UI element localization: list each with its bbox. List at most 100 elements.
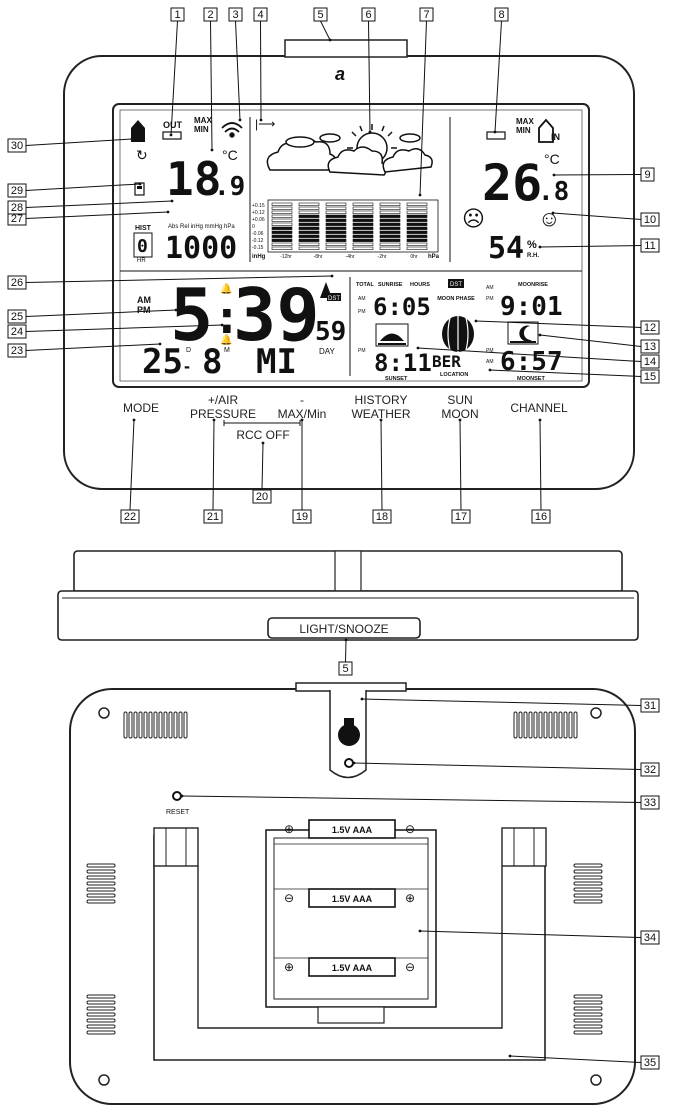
callout-label: 13	[644, 341, 656, 353]
reset-button[interactable]	[172, 791, 182, 801]
channel-button[interactable]: CHANNEL	[510, 401, 568, 415]
air-pressure-button-line1[interactable]: +/AIR	[208, 393, 239, 407]
outdoor-max-label: MAX	[194, 116, 212, 125]
graph-bar-segment	[325, 238, 347, 242]
vent-slots	[86, 711, 603, 1035]
location-label: LOCATION	[440, 372, 468, 378]
callout-leader	[417, 347, 642, 362]
vent-slot	[573, 1024, 603, 1029]
callout-leader	[419, 930, 642, 938]
outdoor-house-icon	[131, 120, 145, 142]
callout-leader	[489, 369, 642, 377]
happy-face-icon: ☺	[538, 206, 560, 231]
date-d-marker: D	[186, 347, 191, 354]
vent-slot	[138, 711, 143, 739]
vent-slot	[153, 711, 158, 739]
graph-frame	[267, 199, 439, 253]
battery-polarity-icon: ⊕	[284, 822, 294, 836]
pressure-units-label: Abs Rel inHg mmHg hPa	[168, 224, 235, 230]
graph-bar-segment	[325, 206, 347, 210]
callout-box	[640, 1055, 660, 1070]
maxmin-button-line1[interactable]: -	[300, 393, 304, 407]
callout-dot	[330, 274, 334, 278]
graph-xlabel: -8hr	[314, 254, 323, 260]
graph-ylabel: +0.06	[252, 217, 265, 223]
time-colon: :	[213, 290, 241, 344]
callout-box	[640, 354, 660, 369]
callout-box	[253, 7, 268, 22]
vent-slot	[86, 893, 116, 898]
vent-slot	[86, 1018, 116, 1023]
alarm-bell-icon-2: 🔔	[220, 334, 232, 346]
vent-slot	[573, 1006, 603, 1011]
callout-label: 16	[535, 511, 547, 523]
callout-dot	[538, 245, 542, 249]
callout-dot	[300, 418, 304, 422]
pressure-value: 1000	[165, 231, 237, 266]
callout-dot	[551, 211, 555, 215]
graph-xlabel: -12hr	[280, 254, 292, 260]
alarm-bell-icon-1: 🔔	[220, 283, 232, 295]
battery-cell	[308, 957, 396, 977]
graph-bar-segment	[298, 218, 320, 222]
callout-label: 24	[11, 326, 23, 338]
history-button-line1[interactable]: HISTORY	[355, 393, 408, 407]
vent-slot	[183, 711, 188, 739]
graph-bar-segment	[352, 210, 374, 214]
callout-box	[7, 343, 27, 358]
sunmoon-button-line1[interactable]: SUN	[447, 393, 472, 407]
vent-slot	[158, 711, 163, 739]
location-code: BER	[432, 352, 461, 371]
callout-dot	[368, 130, 372, 134]
callout-box	[203, 7, 218, 22]
callout-label: 22	[124, 511, 136, 523]
callout-label: 10	[644, 214, 656, 226]
vent-slot	[523, 711, 528, 739]
callout-label: 14	[644, 356, 656, 368]
sunmoon-button-line2[interactable]: MOON	[441, 407, 478, 421]
callout-label: 20	[256, 491, 268, 503]
graph-bar-segment	[325, 222, 347, 226]
graph-bar-segment	[352, 238, 374, 242]
graph-bar-segment	[406, 246, 428, 250]
callout-box	[451, 509, 471, 524]
vent-slot	[163, 711, 168, 739]
air-pressure-button-line2[interactable]: PRESSURE	[190, 407, 256, 421]
dst-label-moon: DST	[450, 282, 462, 288]
outdoor-battery-icon	[162, 131, 182, 140]
rcc-off-label: RCC OFF	[236, 428, 289, 442]
day-label: DAY	[319, 347, 336, 356]
graph-ylabel: +0.12	[252, 210, 265, 216]
moonrise-pm: PM	[486, 296, 494, 302]
callout-dot	[166, 210, 170, 214]
vent-slot	[513, 711, 518, 739]
graph-bar-segment	[271, 234, 293, 238]
callout-box	[120, 509, 140, 524]
callout-leader	[475, 320, 642, 328]
vent-slot	[533, 711, 538, 739]
graph-bar-segment	[406, 242, 428, 246]
callout-label: 25	[11, 311, 23, 323]
callout-leader	[553, 174, 642, 176]
graph-bar-segment	[271, 214, 293, 218]
lcd-frame	[112, 103, 590, 388]
signal-icon	[221, 122, 243, 138]
mode-button[interactable]: MODE	[123, 401, 159, 415]
callout-label: 19	[296, 511, 308, 523]
callout-leader	[345, 639, 347, 663]
maxmin-button-line2[interactable]: MAX/Min	[278, 407, 327, 421]
date-month: 8	[202, 342, 222, 382]
hours-label: HOURS	[410, 282, 430, 288]
callout-box	[640, 930, 660, 945]
graph-bar-segment	[298, 222, 320, 226]
history-button-line2[interactable]: WEATHER	[351, 407, 410, 421]
graph-bar-segment	[379, 210, 401, 214]
battery-polarity-icon: ⊖	[284, 891, 294, 905]
vent-slot	[86, 1000, 116, 1005]
outdoor-temp-unit: °C	[222, 147, 238, 163]
battery-polarity-icon: ⊕	[405, 891, 415, 905]
graph-bar-segment	[406, 202, 428, 206]
callout-dot	[170, 199, 174, 203]
callout-dot	[158, 342, 162, 346]
light-snooze-button[interactable]: LIGHT/SNOOZE	[299, 622, 388, 636]
